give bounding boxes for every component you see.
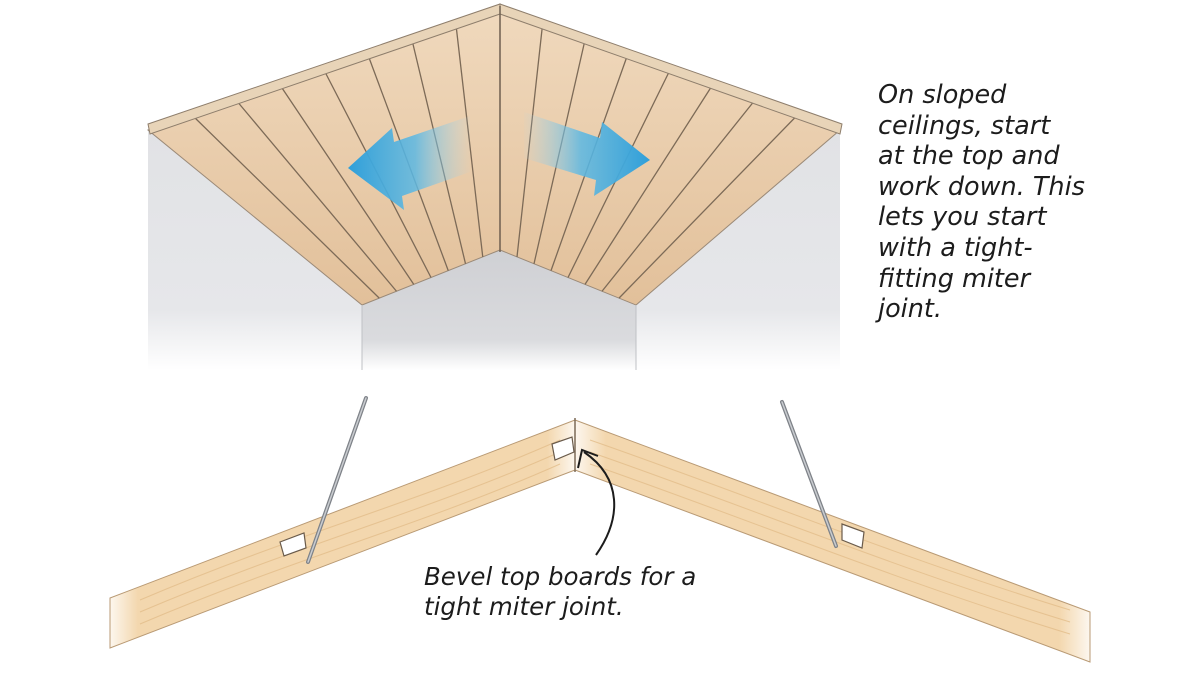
tip-line: at the top and <box>878 141 1060 172</box>
work-direction-arrows <box>348 112 650 210</box>
tongue-groove-notch-right <box>841 523 865 549</box>
wood-grain <box>139 439 1071 635</box>
tip-line: work down. This <box>878 171 1085 202</box>
tip-line: fitting miter <box>878 263 1031 294</box>
wood-grain-line <box>589 451 1071 623</box>
ceiling-board-seam <box>618 114 798 299</box>
ceiling-board-seam <box>601 99 756 292</box>
ceiling-board-seam <box>191 114 380 299</box>
bevel-tip-line: Bevel top boards for a <box>424 562 697 591</box>
arrow-left-icon <box>348 116 470 210</box>
far-wall <box>362 250 636 370</box>
wood-grain-line <box>139 463 561 625</box>
callout-pointer-icon <box>577 448 616 556</box>
wood-grain-line <box>589 439 1071 611</box>
tongue-groove-notch-ridge <box>551 436 575 461</box>
ceiling-board-seam <box>584 84 714 285</box>
tip-line: lets you start <box>878 202 1047 233</box>
left-wall <box>148 130 362 370</box>
wood-grain-line <box>589 463 1071 635</box>
tip-line: ceilings, start <box>878 110 1051 141</box>
tip-line: joint. <box>878 294 943 325</box>
right-wall <box>636 130 840 370</box>
wood-grain-line <box>139 451 561 613</box>
tip-line: On sloped <box>878 80 1007 110</box>
finish-nail-right-icon <box>780 400 838 548</box>
wood-grain-line <box>139 439 561 601</box>
tip-line: with a tight- <box>878 232 1033 263</box>
finish-nail-left-icon <box>306 396 368 564</box>
ceiling-board-seam <box>279 84 415 285</box>
sloped-ceiling-tip: On sloped ceilings, start at the top and… <box>878 80 1085 325</box>
bevel-tip: Bevel top boards for a tight miter joint… <box>424 562 696 622</box>
room-view <box>146 3 843 370</box>
arrow-right-icon <box>524 112 650 196</box>
bevel-tip-line: tight miter joint. <box>424 592 624 621</box>
cross-section-detail <box>109 396 1091 663</box>
ceiling-board-seam <box>235 99 397 292</box>
tongue-groove-notch-left <box>279 532 307 557</box>
